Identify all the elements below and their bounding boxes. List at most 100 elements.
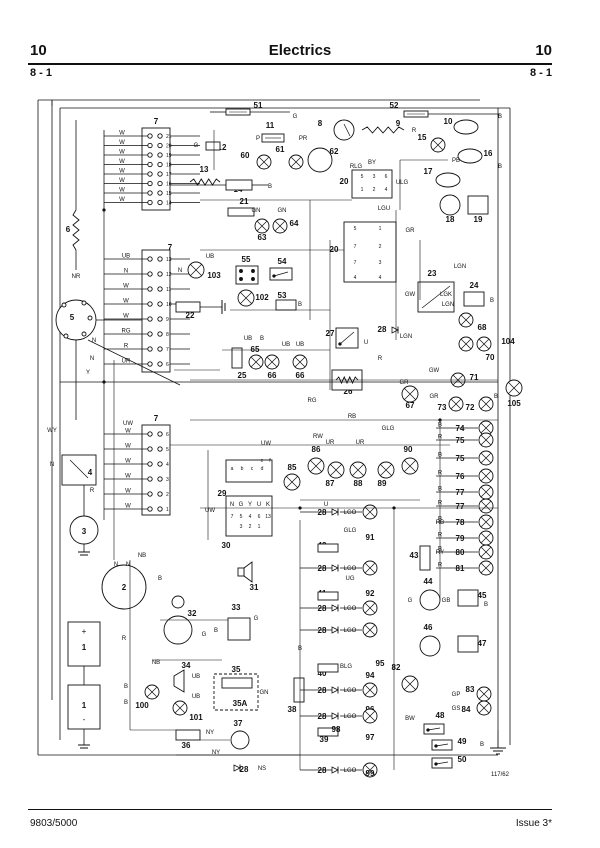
wire-color-label: W xyxy=(125,474,131,480)
switch-contact xyxy=(434,762,438,766)
component-number: 75 xyxy=(456,454,465,463)
wire-color-label: B xyxy=(480,742,484,748)
relay-pin-number: 5 xyxy=(361,174,364,180)
component-number: 32 xyxy=(188,609,197,618)
junction-dot xyxy=(438,418,442,422)
pin-number: 17 xyxy=(166,172,172,178)
wire-color-label: RG xyxy=(122,329,131,335)
switch-contact xyxy=(434,744,438,748)
wire-color-label: UG xyxy=(346,576,355,582)
wire-color-label: PR xyxy=(299,136,308,142)
wire-color-label: B xyxy=(214,628,218,634)
component-number: 44 xyxy=(424,577,433,586)
block-number: 6 xyxy=(258,514,261,520)
wire-color-label: NY xyxy=(212,750,220,756)
wire-color-label: LGO xyxy=(344,628,357,634)
component-number: 86 xyxy=(312,445,321,454)
wire-color-label: W xyxy=(119,178,125,184)
component-number: 71 xyxy=(470,373,479,382)
wire xyxy=(480,398,492,410)
component-number: 64 xyxy=(290,219,299,228)
pin-number: 6 xyxy=(166,362,169,368)
footer-rule xyxy=(28,809,552,810)
diode-symbol xyxy=(233,764,241,772)
relay-35 xyxy=(221,677,253,689)
component-number: 28 xyxy=(318,508,327,517)
wire-color-label: N xyxy=(124,269,128,275)
pin-socket xyxy=(157,271,163,277)
pin-socket xyxy=(147,331,153,337)
component-number: 13 xyxy=(200,165,209,174)
wire-color-label: NS xyxy=(258,766,266,772)
wire xyxy=(294,356,306,368)
component-number: 99 xyxy=(366,769,375,778)
component-number: 28 xyxy=(378,325,387,334)
wire xyxy=(478,688,490,700)
junction-dot xyxy=(298,506,302,510)
relay-contact xyxy=(251,277,255,281)
wire-color-label: G xyxy=(202,632,207,638)
page-footer: 9803/5000 Issue 3* xyxy=(0,806,600,846)
relay-pin-number: 1 xyxy=(379,226,382,232)
pin-socket xyxy=(147,476,153,482)
pin-number: 11 xyxy=(166,287,171,293)
wire-color-label: GN xyxy=(278,208,287,214)
component-number: 91 xyxy=(366,533,375,542)
wire-color-label: B xyxy=(494,394,498,400)
relay-pin-number: 7 xyxy=(354,244,357,250)
wire-color-label: RW xyxy=(313,434,323,440)
wire xyxy=(274,220,286,232)
component-number: 76 xyxy=(456,472,465,481)
component-number: 3 xyxy=(82,527,87,536)
wire xyxy=(480,516,492,528)
component-number: 28 xyxy=(318,564,327,573)
component-number: 77 xyxy=(456,488,465,497)
component-number: 28 xyxy=(318,626,327,635)
component-number: 17 xyxy=(424,167,433,176)
wire xyxy=(480,562,492,574)
pin-socket xyxy=(157,286,163,292)
wire-color-label: BW xyxy=(405,716,415,722)
relay-contact xyxy=(251,269,255,273)
junction-dot xyxy=(102,380,106,384)
wire-color-label: UB xyxy=(192,694,200,700)
wire-color-label: UB xyxy=(296,342,304,348)
pin-socket xyxy=(157,152,163,158)
wire-color-label: U xyxy=(324,502,328,508)
relay-pin-number: 3 xyxy=(379,260,382,266)
switch-39 xyxy=(317,727,339,737)
pin-number: 9 xyxy=(166,317,169,323)
component-number: 102 xyxy=(255,293,269,302)
wire xyxy=(330,464,342,476)
wire-color-label: LGK xyxy=(440,292,452,298)
wire xyxy=(190,264,202,276)
gauge-18 xyxy=(439,194,461,216)
wire-color-label: NB xyxy=(152,660,160,666)
wire xyxy=(480,486,492,498)
diode-symbol xyxy=(331,508,339,516)
wire-color-label: R xyxy=(438,501,443,507)
wire-color-label: LGO xyxy=(344,510,357,516)
component-number: 95 xyxy=(376,659,385,668)
component-number: 38 xyxy=(288,705,297,714)
wire-color-label: LGN xyxy=(454,264,466,270)
wire xyxy=(480,470,492,482)
component-number: 35A xyxy=(233,699,248,708)
component-number: 52 xyxy=(390,101,399,110)
diode-symbol xyxy=(331,686,339,694)
component-number: 79 xyxy=(456,534,465,543)
component-number: 70 xyxy=(486,353,495,362)
pin-socket xyxy=(157,256,163,262)
wire-color-label: RB xyxy=(348,414,356,420)
switch-terminal xyxy=(81,300,87,306)
relay-pin-number: 7 xyxy=(354,260,357,266)
component-number: 90 xyxy=(404,445,413,454)
pin-number: 18 xyxy=(166,163,172,169)
pin-number: 7 xyxy=(166,347,169,353)
component-number: 39 xyxy=(320,735,329,744)
pin-socket xyxy=(147,461,153,467)
connector-block-30 xyxy=(225,495,273,537)
wire-color-label: W xyxy=(123,284,129,290)
relay-33 xyxy=(227,617,251,641)
